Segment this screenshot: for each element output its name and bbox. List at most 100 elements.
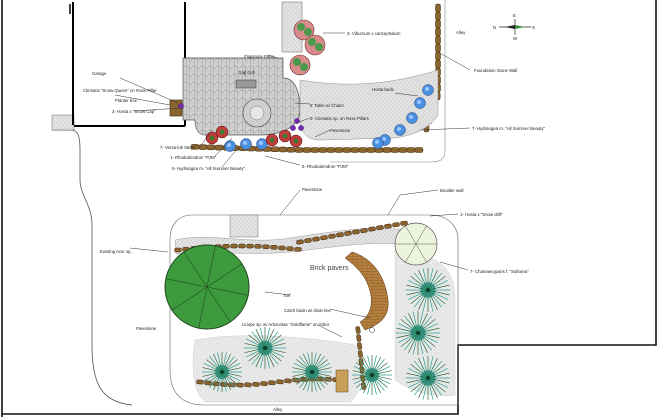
conifer-needle (414, 272, 429, 291)
conifer-needle (264, 347, 286, 354)
catch-basin[interactable] (369, 327, 375, 333)
label-versa-lok: 7- Versa-lok Steps (160, 145, 195, 150)
label-rhodo-mid: 5- Rhododendron "PJM" (302, 164, 349, 169)
wall-stone (355, 326, 361, 334)
conifer-needle (248, 334, 266, 349)
tree-branch (206, 245, 216, 288)
alley-edge-right (330, 0, 446, 163)
label-pavestone-mid: Pavestone (302, 187, 323, 192)
conifer-center (220, 370, 224, 374)
conifer-needle (427, 276, 446, 291)
conifer-needle (296, 371, 313, 385)
tree-branch (206, 263, 243, 288)
conifer-center (310, 370, 314, 374)
conifer-needle (371, 356, 381, 376)
conifer-needle (221, 371, 238, 385)
label-catch-basin: Catch basin w/ drain line (284, 308, 331, 313)
conifer-needle (427, 368, 448, 379)
conifer-needle (221, 371, 231, 391)
conifer-needle (417, 332, 424, 355)
tree-branch (171, 286, 208, 311)
label-clematis-pillar: Clematis "Snow Queen" on Rose Pillar (83, 88, 157, 93)
conifer-needle (404, 332, 419, 351)
conifer-needle (371, 355, 377, 376)
conifer-needle (209, 356, 223, 373)
conifer-center (416, 331, 420, 335)
conifer-needle (410, 377, 429, 392)
conifer-needle (352, 374, 373, 380)
street-curb (52, 129, 133, 406)
compass-north: N (493, 25, 496, 30)
conifer-needle (371, 370, 392, 376)
wall-stone (222, 244, 230, 249)
conifer-needle (427, 268, 434, 291)
conifer-needle (371, 359, 385, 376)
conifer-needle (296, 359, 313, 373)
wall-stone (296, 239, 304, 245)
wall-stone (384, 223, 392, 229)
label-alley-bottom: Alley (273, 407, 283, 412)
conifer-needle (299, 356, 313, 373)
conifer-needle (422, 377, 429, 400)
conifer-needle (367, 355, 373, 376)
conifer-needle (427, 289, 434, 312)
conifer-needle (417, 311, 424, 334)
table-inner (249, 105, 265, 121)
conifer-needle (244, 347, 266, 354)
conifer-needle (408, 289, 429, 300)
wall-stone (286, 146, 296, 153)
conifer-needle (213, 371, 223, 391)
conifer-needle (398, 323, 419, 334)
wall-stone (357, 342, 363, 350)
label-viburnum: 3- Viburnum x carlcephalum (347, 31, 401, 36)
conifer-needle (371, 374, 377, 395)
conifer-needle (356, 362, 373, 376)
conifer-needle (221, 371, 235, 388)
conifer-needle (264, 342, 286, 349)
wall-stone (334, 147, 344, 153)
conifer-needle (264, 347, 282, 362)
lower-garden-boundary (169, 214, 459, 406)
conifer-needle (418, 270, 429, 291)
conifer-needle (408, 280, 429, 291)
conifer-needle (363, 356, 373, 376)
conifer-needle (259, 327, 266, 349)
conifer-needle (311, 352, 317, 373)
conifer-needle (427, 377, 442, 396)
wall-stone (302, 147, 312, 153)
viburnum-leaf (300, 63, 308, 71)
wall-stone (262, 244, 270, 250)
hosta-bed (299, 69, 439, 141)
label-flagstone-patio: Flagstone Patio (244, 54, 274, 59)
wall-stone (260, 381, 268, 387)
conifer-needle (414, 360, 429, 379)
clematis-pillar (178, 103, 184, 109)
wall-stone (406, 147, 416, 153)
wall-stone (382, 147, 392, 153)
wall-stone (252, 381, 260, 387)
conifer-needle (353, 374, 373, 384)
conifer-needle (406, 372, 429, 379)
wall-stone (336, 232, 344, 238)
gas-grill[interactable] (235, 79, 257, 89)
conifer-needle (292, 367, 313, 373)
conifer-needle (352, 370, 373, 376)
wall-stone (244, 382, 252, 388)
clematis-pillar (290, 125, 296, 131)
conifer-needle (371, 362, 388, 376)
wall-stone (270, 146, 280, 152)
conifer-needle (221, 371, 242, 377)
conifer-needle (311, 371, 321, 391)
hydrangea-top-group (224, 84, 434, 152)
compass-east: E (513, 13, 516, 18)
conifer-needle (427, 377, 438, 398)
conifer-needle (427, 289, 438, 310)
conifer-needle (202, 367, 223, 373)
conifer-needle (414, 289, 429, 308)
wall-stone (435, 27, 441, 37)
conifer-center (426, 288, 430, 292)
wall-stone (366, 147, 376, 153)
wall-stone (230, 243, 238, 249)
wall-stone (390, 147, 400, 153)
brick-pavers[interactable] (344, 251, 389, 331)
